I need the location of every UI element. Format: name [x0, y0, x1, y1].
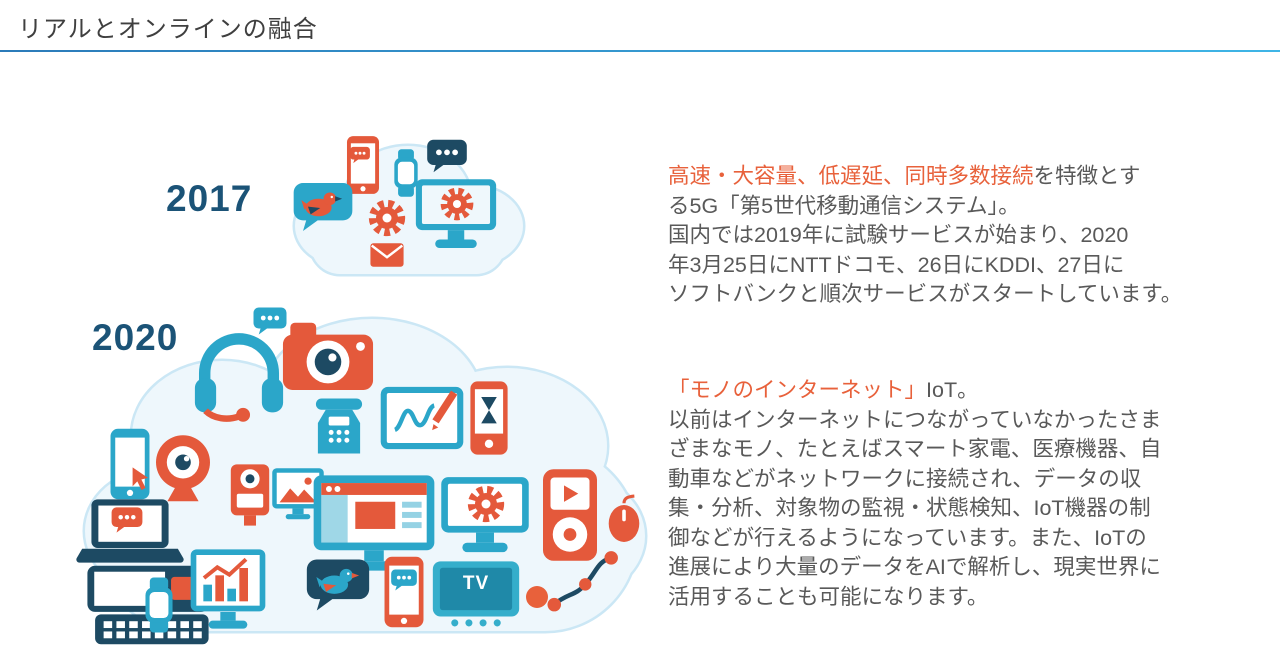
tablet-pen-icon	[380, 386, 464, 450]
tv-icon: TV	[430, 552, 522, 628]
paragraph-iot-body: IoT。 以前はインターネットにつながっていなかったさま ざまなモノ、たとえばス…	[668, 378, 1162, 609]
title-divider	[0, 50, 1280, 52]
gear-icon	[444, 191, 470, 217]
gear-icon	[373, 204, 401, 232]
gear-icon	[472, 490, 500, 518]
page-title: リアルとオンラインの融合	[18, 16, 318, 43]
speech-bubble-icon	[427, 139, 467, 173]
paragraph-5g: 高速・大容量、低遅延、同時多数接続を特徴とす る5G「第5世代移動通信システム」…	[668, 162, 1268, 310]
bar-chart-monitor-icon	[190, 549, 266, 629]
twitter-bird-icon	[316, 568, 360, 594]
paragraph-5g-highlight: 高速・大容量、低遅延、同時多数接続	[668, 164, 1034, 188]
cable-connector-icon	[547, 551, 618, 612]
desk-phone-icon	[315, 398, 363, 454]
chat-phone-icon	[384, 556, 424, 628]
chat-bubble-icon	[111, 507, 143, 533]
chat-bubble-icon	[391, 569, 417, 591]
paragraph-iot-highlight: 「モノのインターネット」	[668, 378, 927, 402]
paragraph-iot: 「モノのインターネット」IoT。 以前はインターネットにつながっていなかったさま…	[668, 376, 1268, 613]
hourglass-phone-icon	[470, 381, 508, 455]
illustration-cloud-2020: TV	[72, 296, 652, 660]
tap-pointer-icon	[132, 467, 148, 490]
mouse-icon	[608, 496, 640, 542]
tv-label: TV	[462, 573, 490, 594]
compact-camera-icon	[230, 464, 270, 526]
chat-bubble-icon	[350, 146, 370, 164]
camera-icon	[282, 322, 374, 390]
orange-dot	[526, 586, 548, 608]
paragraph-5g-body: を特徴とす る5G「第5世代移動通信システム」。 国内では2019年に試験サービ…	[668, 164, 1183, 307]
envelope-icon	[370, 243, 404, 267]
year-label-2020: 2020	[92, 317, 179, 358]
twitter-bird-icon	[301, 192, 343, 217]
illustration-cloud-2017	[283, 120, 533, 288]
headset-icon	[194, 338, 284, 422]
year-label-2017: 2017	[166, 178, 253, 219]
smartwatch-icon	[145, 577, 173, 633]
webcam-icon	[156, 435, 210, 502]
